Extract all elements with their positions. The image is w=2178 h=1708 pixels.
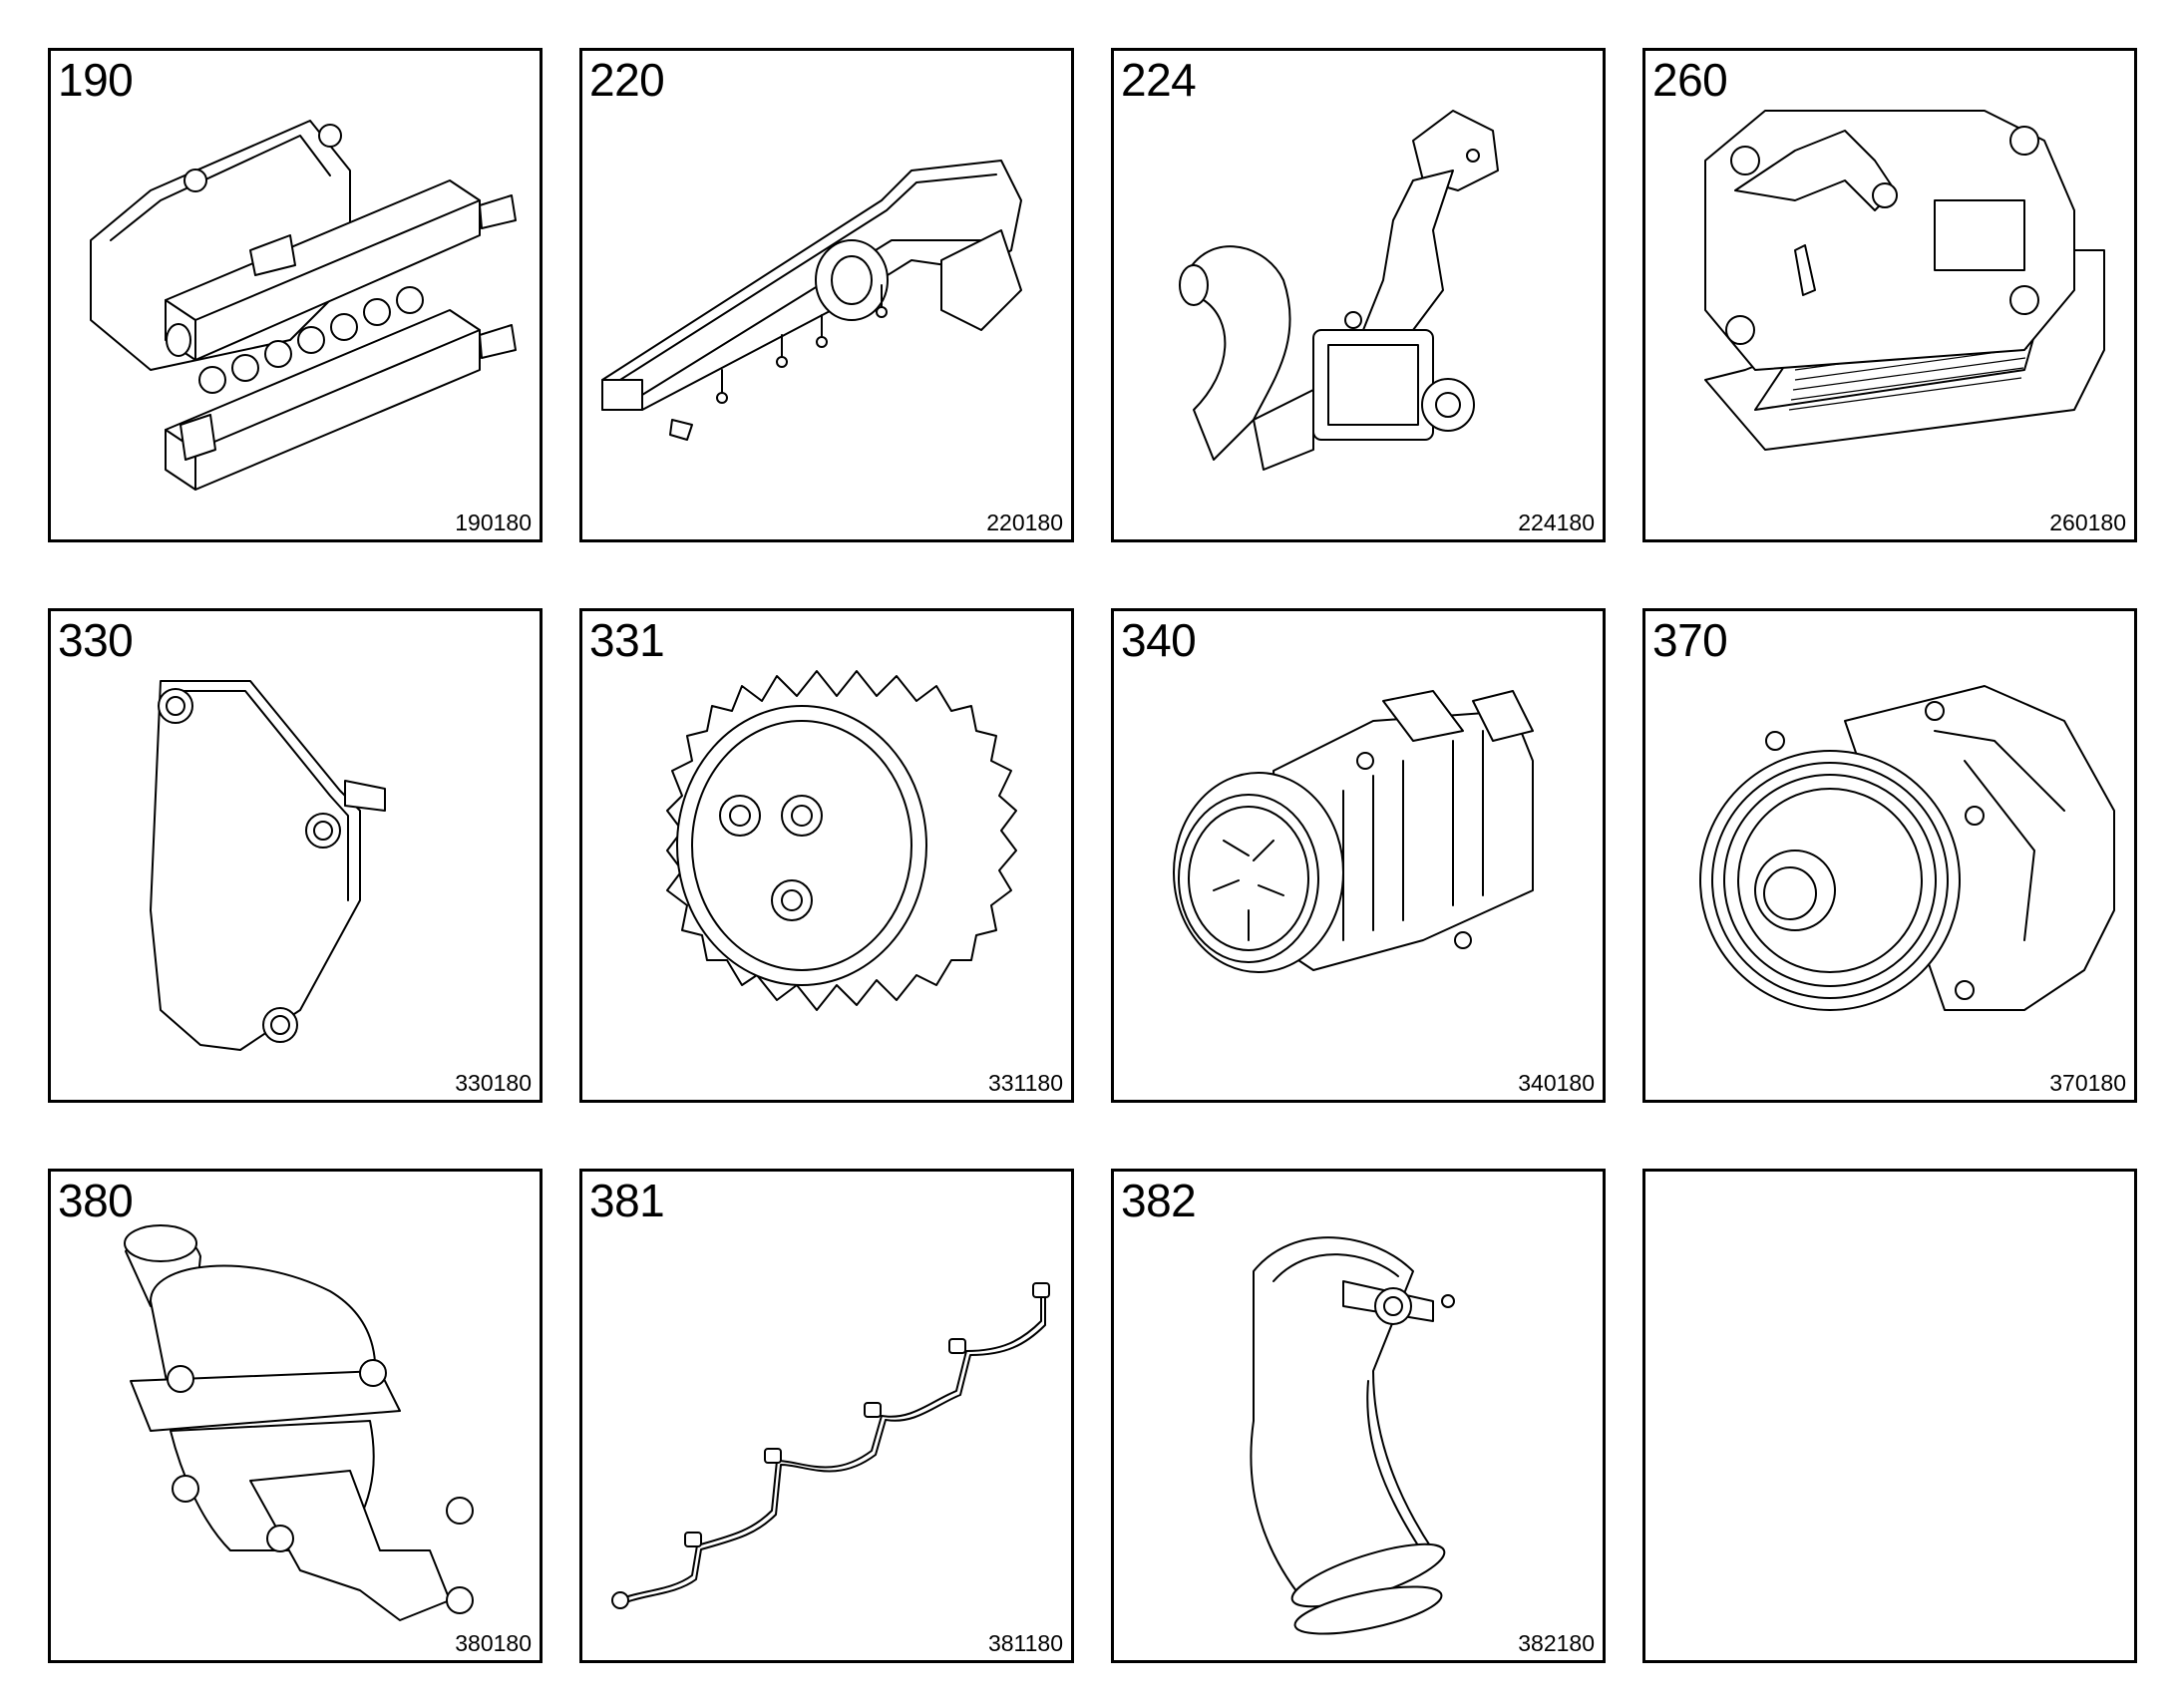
part-code: 380180 <box>455 1629 532 1656</box>
intake-manifold-icon <box>601 160 1022 441</box>
part-code: 224180 <box>1518 509 1595 535</box>
part-number: 382 <box>1121 1175 1197 1226</box>
part-number: 370 <box>1652 614 1728 666</box>
part-code: 381180 <box>987 1629 1063 1656</box>
part-cell-381: 381 381180 <box>579 1169 1074 1663</box>
ac-compressor-icon <box>1173 690 1534 973</box>
part-code: 330180 <box>455 1069 532 1096</box>
part-cell-empty <box>1642 1169 2137 1663</box>
water-pump-icon <box>1699 685 2115 1011</box>
part-number: 331 <box>589 614 665 666</box>
part-code: 340180 <box>1518 1069 1595 1096</box>
part-cell-331: 331 331180 <box>579 608 1074 1103</box>
wiring-harness-icon <box>611 1282 1050 1609</box>
part-cell-382: 382 382180 <box>1111 1169 1606 1663</box>
part-cell-370: 370 370180 <box>1642 608 2137 1103</box>
part-number: 190 <box>58 54 134 106</box>
part-cell-340: 340 340180 <box>1111 608 1606 1103</box>
part-number: 260 <box>1652 54 1728 106</box>
part-code: 190180 <box>455 509 532 535</box>
part-cell-224: 224 224180 <box>1111 48 1606 542</box>
part-cell-380: 380 380180 <box>48 1169 543 1663</box>
coolant-pipe-icon <box>1250 1236 1455 1635</box>
part-number: 340 <box>1121 614 1197 666</box>
part-number: 381 <box>589 1175 665 1226</box>
part-cell-330: 330 330180 <box>48 608 543 1103</box>
part-cell-220: 220 220180 <box>579 48 1074 542</box>
part-code: 370180 <box>2049 1069 2126 1096</box>
thermostat-housing-icon <box>124 1224 474 1621</box>
part-code: 331180 <box>987 1069 1063 1096</box>
cover-plate-icon <box>150 680 386 1051</box>
part-code: 382180 <box>1518 1629 1595 1656</box>
gear-wheel-icon <box>666 670 1017 1011</box>
part-number: 220 <box>589 54 665 106</box>
part-number: 330 <box>58 614 134 666</box>
part-number: 224 <box>1121 54 1197 106</box>
part-number: 380 <box>58 1175 134 1226</box>
fuel-rail-injector-icon <box>90 120 517 491</box>
egr-pipe-valve-icon <box>1179 110 1499 471</box>
part-code: 260180 <box>2049 509 2126 535</box>
part-cell-190: 190 190180 <box>48 48 543 542</box>
part-cell-260: 260 260180 <box>1642 48 2137 542</box>
part-code: 220180 <box>986 509 1063 535</box>
oil-cooler-icon <box>1704 110 2105 451</box>
